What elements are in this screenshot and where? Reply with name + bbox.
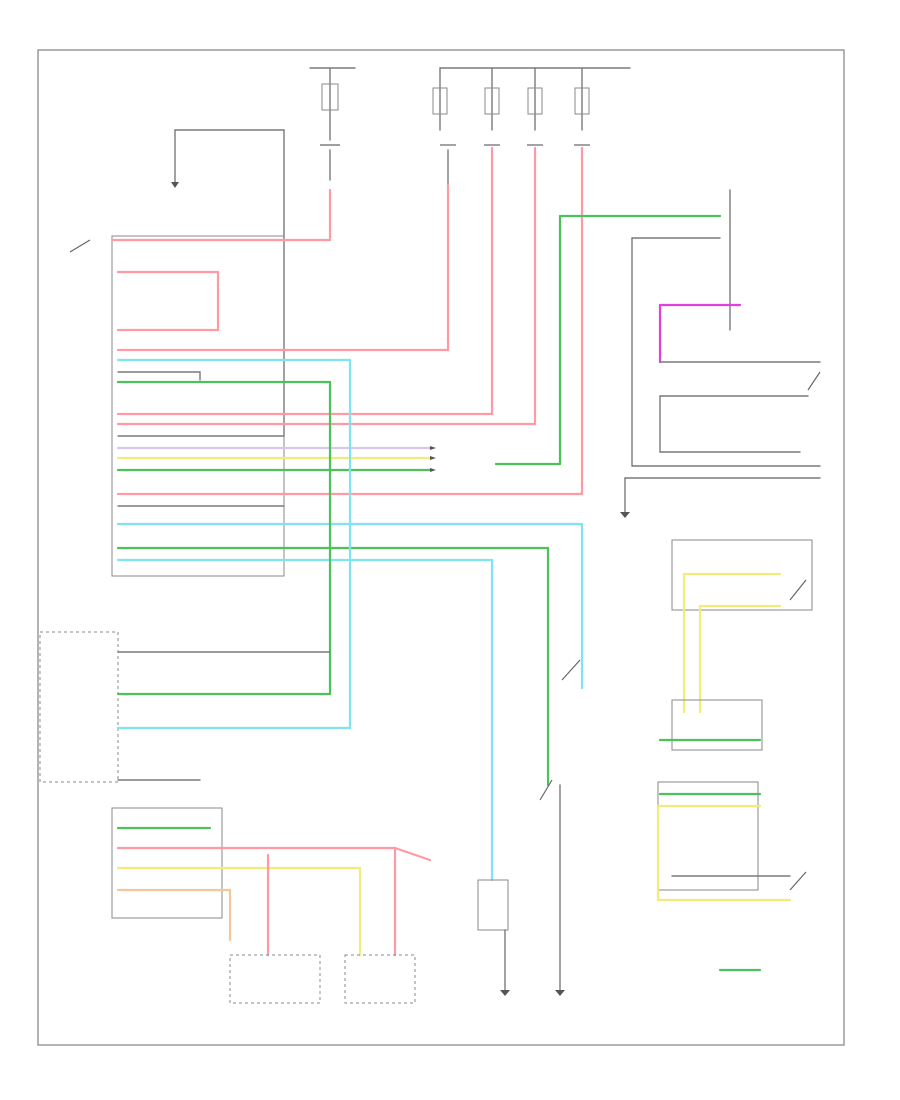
occupant-detection-module (111, 807, 223, 919)
switch-symbols (69, 239, 821, 891)
diagram-frame (37, 49, 845, 1046)
passenger-seat-belt-switch (229, 954, 321, 1004)
driver-seat-belt-switch (344, 954, 416, 1004)
seat-belt-switch-module (39, 631, 119, 783)
fuse-group-left (309, 67, 356, 240)
seat-position-switch (671, 539, 813, 611)
door-switch-left (477, 879, 509, 931)
passenger-seat-module (657, 781, 759, 891)
driver-seat-module (671, 699, 763, 751)
fuse-group-right (432, 67, 631, 187)
